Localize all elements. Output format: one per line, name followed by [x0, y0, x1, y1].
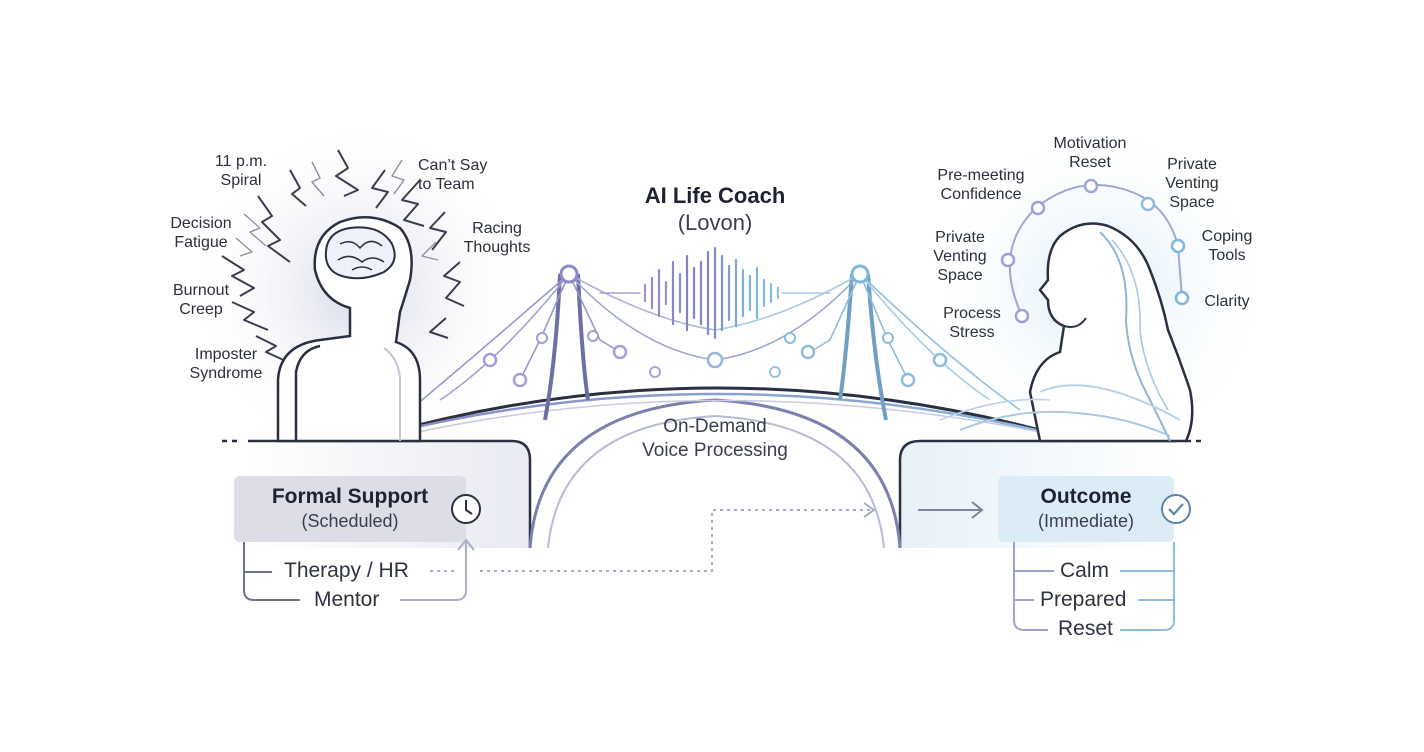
cable-nodes	[482, 264, 948, 388]
outcome-item-calm: Calm	[1054, 559, 1116, 583]
voice-waveform	[599, 246, 831, 340]
formal-support-title: Formal Support	[271, 485, 429, 508]
ai-coach-title: AI Life Coach	[644, 183, 786, 208]
clock-icon	[451, 494, 481, 524]
outcome-bracket-left	[1013, 542, 1048, 631]
outcome-subtitle: (Immediate)	[1037, 511, 1135, 531]
outcome-item-reset: Reset	[1052, 617, 1119, 641]
stress-scribbles-faint	[235, 159, 439, 261]
voice-processing-line2: Voice Processing	[642, 440, 788, 461]
bridge-deck-shade	[399, 399, 1061, 437]
outcome-box	[998, 476, 1174, 542]
formal-support-box	[234, 476, 466, 542]
check-circle-icon	[1161, 494, 1191, 524]
outcome-bracket-right	[1120, 542, 1175, 631]
voice-processing-label: On-Demand Voice Processing	[610, 415, 820, 463]
bridge-deck	[359, 386, 1081, 443]
bridge-deck-inner	[369, 392, 1071, 440]
benefit-nodes	[1000, 178, 1190, 324]
stressed-person	[276, 216, 422, 443]
outcome-item-prepared: Prepared	[1034, 588, 1133, 612]
dotted-connector	[480, 509, 872, 572]
formal-item-mentor: Mentor	[308, 588, 386, 612]
formal-bracket-right	[400, 542, 467, 601]
stressor-11pm-spiral: 11 p.m.Spiral	[214, 153, 268, 189]
voice-processing-line1: On-Demand	[663, 416, 767, 437]
formal-support-header: Formal Support (Scheduled)	[234, 484, 466, 532]
left-ground-line	[248, 439, 532, 548]
bridge-arch-inner	[547, 414, 885, 549]
outcome-title: Outcome	[1040, 485, 1132, 508]
calm-person	[939, 222, 1194, 443]
formal-bracket-left	[243, 542, 300, 601]
outcome-header: Outcome (Immediate)	[998, 484, 1174, 532]
center-title: AI Life Coach (Lovon)	[615, 182, 815, 236]
brain-icon	[324, 226, 396, 280]
ai-coach-subtitle: (Lovon)	[677, 210, 753, 235]
formal-item-therapy-hr: Therapy / HR	[278, 559, 415, 583]
right-tower	[838, 273, 888, 421]
right-ground-line	[898, 439, 1176, 548]
formal-support-subtitle: (Scheduled)	[301, 511, 399, 531]
left-tower	[543, 273, 590, 421]
stress-scribbles	[221, 149, 465, 363]
benefit-clarity: Clarity	[1204, 293, 1250, 310]
